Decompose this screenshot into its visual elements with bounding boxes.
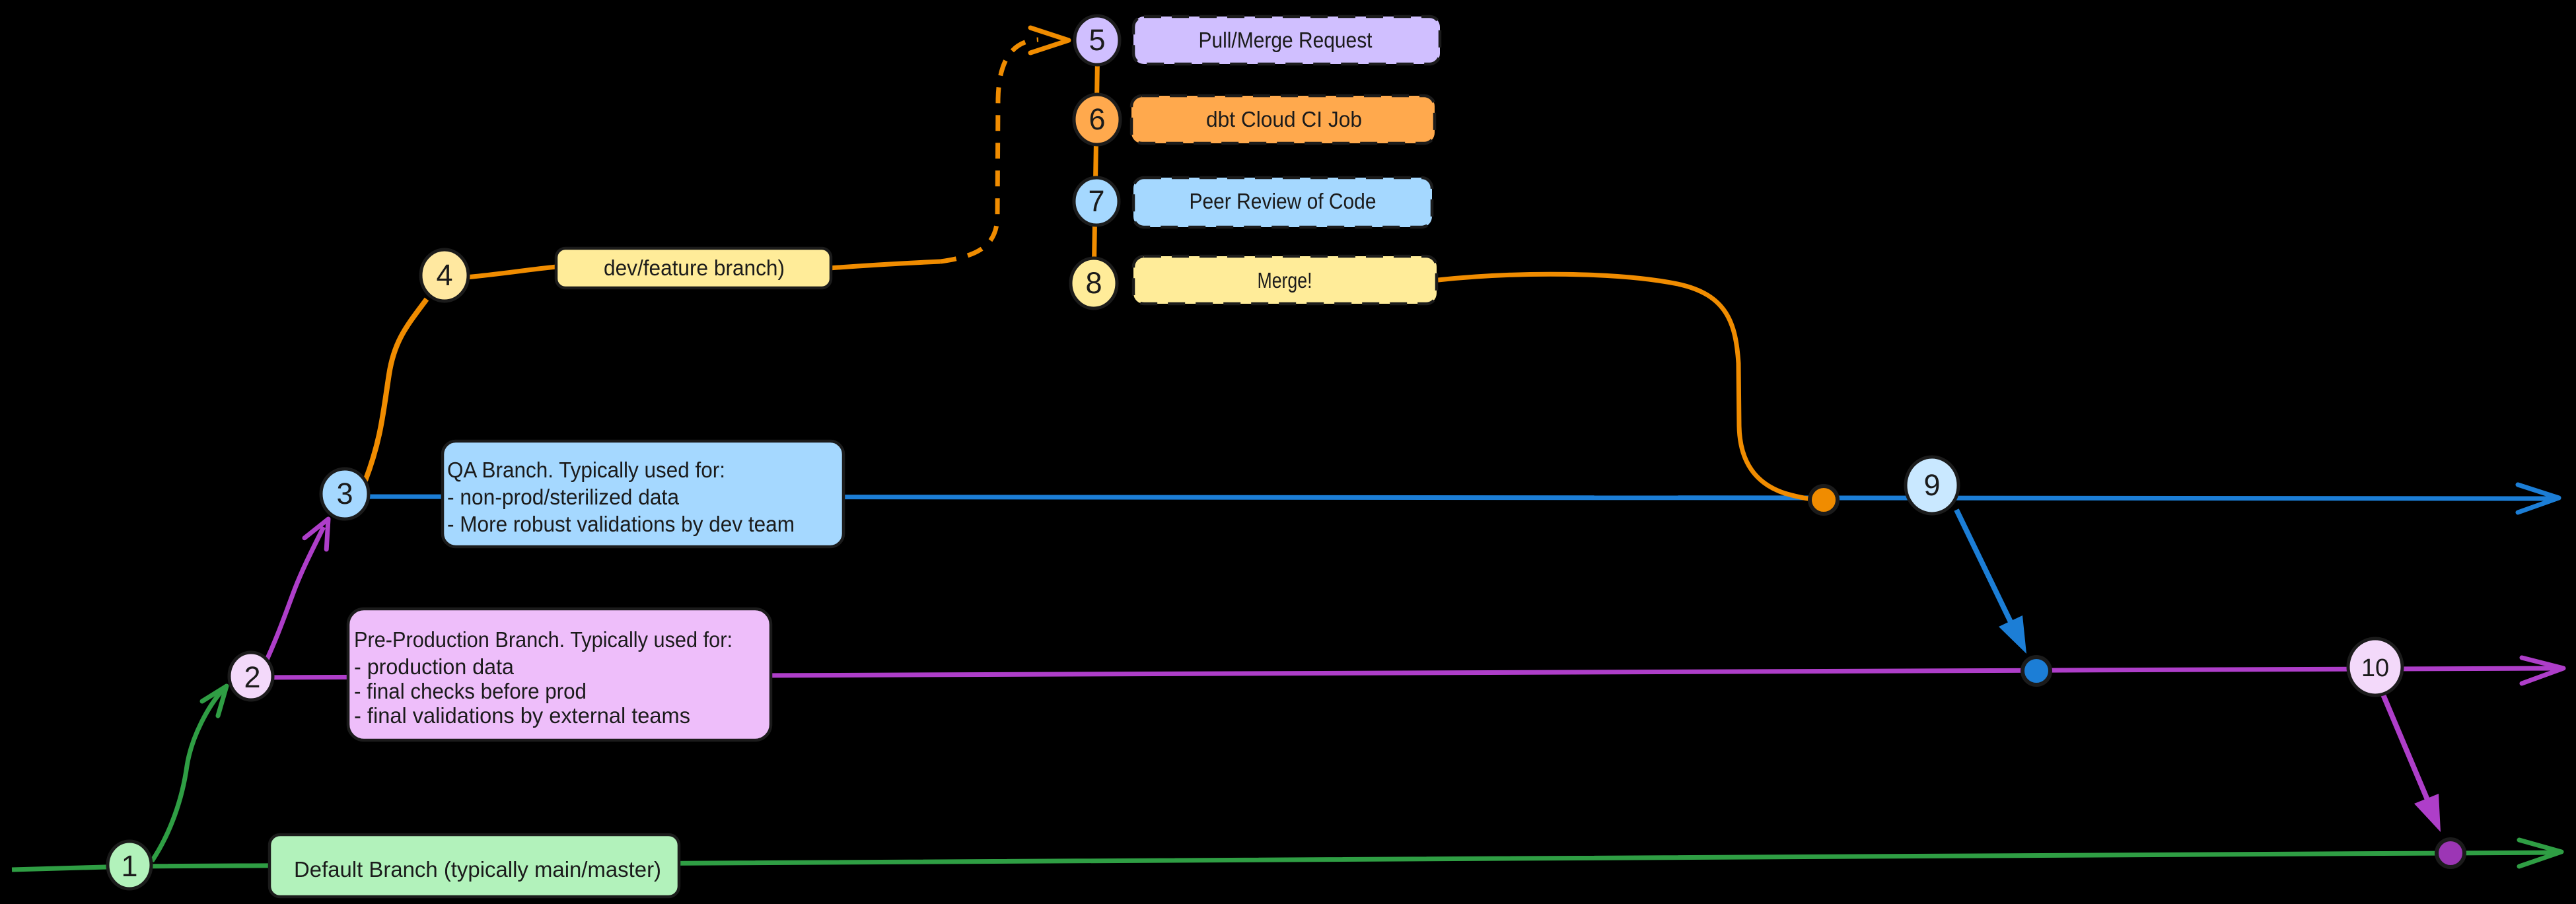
svg-text:9: 9 xyxy=(1923,468,1940,502)
svg-text:- final validations by externa: - final validations by external teams xyxy=(354,703,690,728)
svg-text:Merge!: Merge! xyxy=(1258,268,1312,293)
svg-text:4: 4 xyxy=(436,258,452,292)
svg-text:7: 7 xyxy=(1088,184,1104,218)
svg-text:1: 1 xyxy=(121,849,137,883)
svg-text:- final checks before prod: - final checks before prod xyxy=(354,679,587,703)
svg-text:10: 10 xyxy=(2361,654,2389,682)
svg-text:5: 5 xyxy=(1089,23,1105,57)
svg-text:QA Branch. Typically used for:: QA Branch. Typically used for: xyxy=(447,458,725,482)
svg-text:Pull/Merge Request: Pull/Merge Request xyxy=(1199,28,1373,52)
svg-text:Default Branch (typically main: Default Branch (typically main/master) xyxy=(294,857,661,882)
svg-text:6: 6 xyxy=(1089,102,1105,136)
svg-text:8: 8 xyxy=(1085,266,1102,300)
svg-text:2: 2 xyxy=(244,660,260,694)
svg-text:Pre-Production Branch. Typical: Pre-Production Branch. Typically used fo… xyxy=(354,627,733,652)
svg-text:- production data: - production data xyxy=(354,654,515,679)
svg-text:- non-prod/sterilized data: - non-prod/sterilized data xyxy=(447,485,680,509)
svg-text:dev/feature branch): dev/feature branch) xyxy=(604,256,785,280)
svg-text:- More robust validations by d: - More robust validations by dev team xyxy=(447,512,795,536)
svg-text:3: 3 xyxy=(336,477,353,510)
svg-text:Peer Review of Code: Peer Review of Code xyxy=(1190,189,1377,213)
svg-text:dbt Cloud CI Job: dbt Cloud CI Job xyxy=(1206,107,1362,131)
